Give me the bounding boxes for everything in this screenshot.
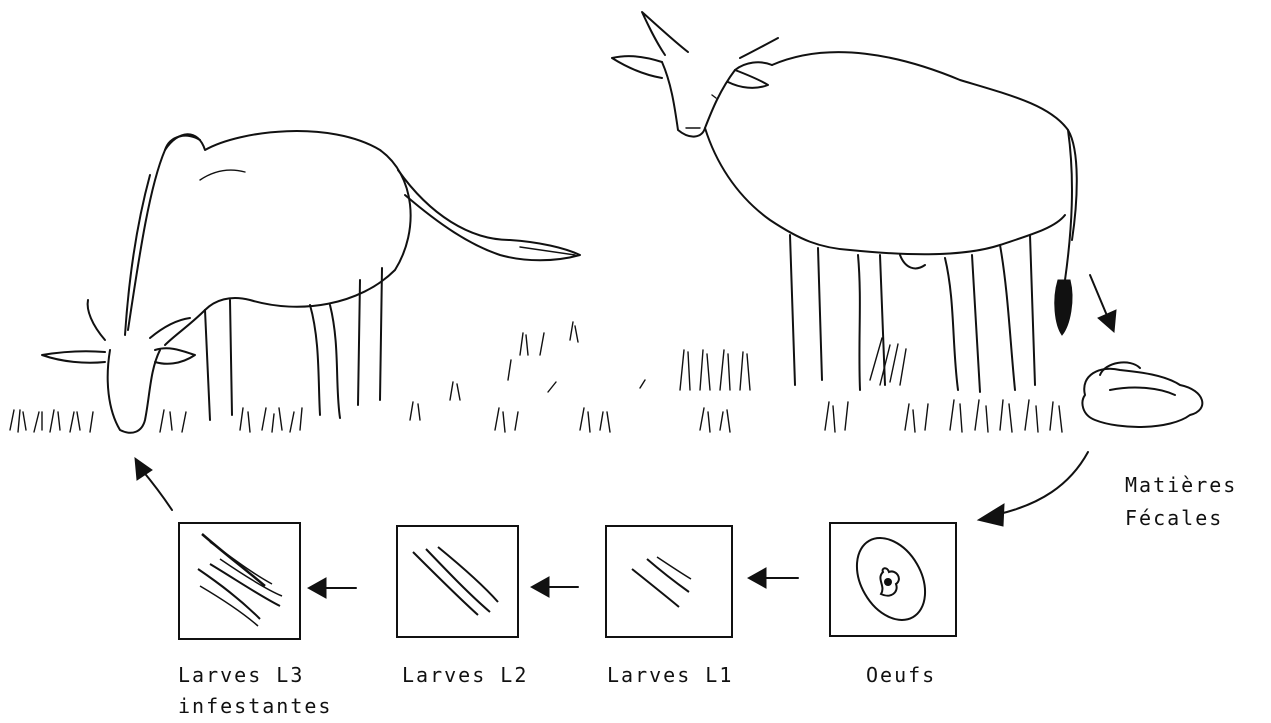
l2-to-l3-arrow <box>308 578 356 598</box>
pasture-grass <box>10 322 1062 432</box>
feces-label-line2: Fécales <box>1125 505 1223 531</box>
larvae-l3-label-line2: infestantes <box>178 693 332 719</box>
feces-label-line1: Matières <box>1125 472 1237 498</box>
larvae-l2-stage-box <box>396 525 519 638</box>
l3-to-host-arrow <box>135 458 172 510</box>
larvae-l3-stage-box <box>178 522 301 640</box>
infected-cattle-illustration <box>612 12 1077 392</box>
grazing-cattle-illustration <box>42 131 580 433</box>
eggs-to-l1-arrow <box>748 568 798 588</box>
l1-to-l2-arrow <box>531 577 578 597</box>
l3-larvae-icon <box>180 524 298 637</box>
feces-pile-illustration <box>1082 362 1202 427</box>
larvae-l1-stage-box <box>605 525 733 638</box>
l2-larvae-icon <box>398 527 516 635</box>
l1-larvae-icon <box>607 527 730 635</box>
feces-to-eggs-arrow <box>978 452 1088 526</box>
dropping-arrow <box>1090 275 1116 332</box>
egg-icon <box>831 524 954 634</box>
eggs-stage-box <box>829 522 957 637</box>
larvae-l3-label-line1: Larves L3 <box>178 662 304 688</box>
larvae-l1-label: Larves L1 <box>607 662 733 688</box>
eggs-label: Oeufs <box>866 662 936 688</box>
larvae-l2-label: Larves L2 <box>402 662 528 688</box>
